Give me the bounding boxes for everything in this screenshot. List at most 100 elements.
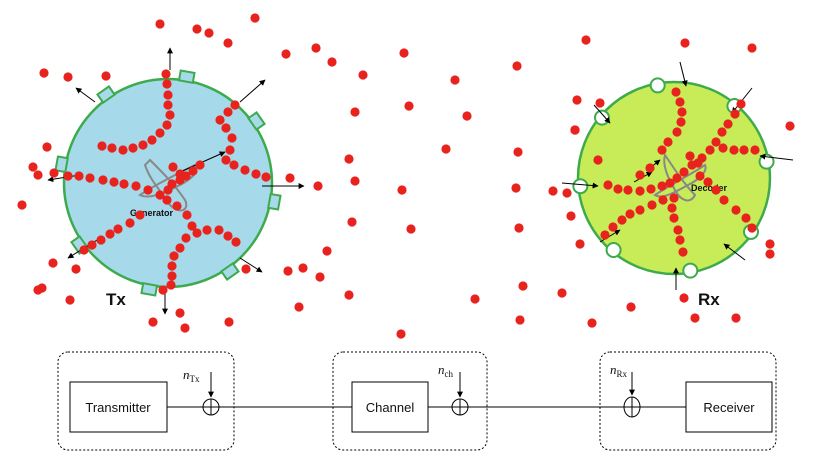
molecule (679, 167, 689, 177)
molecule (101, 71, 111, 81)
molecule (39, 68, 49, 78)
molecule (163, 185, 173, 195)
molecule (98, 175, 108, 185)
signal-arrow (759, 153, 794, 161)
channel-label: Channel (366, 400, 415, 415)
molecule (231, 237, 241, 247)
signal-arrow (75, 87, 96, 103)
molecule (667, 203, 677, 213)
molecule (85, 173, 95, 183)
molecule (138, 140, 148, 150)
molecule (703, 177, 713, 187)
molecule (404, 101, 414, 111)
rx-receptor (649, 77, 666, 94)
tx-label: Tx (106, 290, 126, 309)
rx-group-box (599, 351, 777, 451)
molecule (166, 280, 176, 290)
molecule (736, 99, 746, 109)
molecule (143, 185, 153, 195)
molecule (49, 168, 59, 178)
molecule (663, 137, 673, 147)
molecule (221, 123, 231, 133)
channel-noise-label: nch (438, 362, 453, 379)
molecule (647, 200, 657, 210)
molecule (358, 70, 368, 80)
molecule (79, 245, 89, 255)
molecule (350, 176, 360, 186)
molecule (450, 75, 460, 85)
molecule (344, 290, 354, 300)
molecule (162, 120, 172, 130)
molecule (281, 49, 291, 59)
tx-internal-label: Generator (130, 208, 174, 218)
molecule (739, 145, 749, 155)
molecule (311, 43, 321, 53)
molecule (397, 185, 407, 195)
molecule (658, 195, 668, 205)
tx-noise-adder (202, 398, 220, 416)
molecule (731, 205, 741, 215)
molecule (163, 100, 173, 110)
molecule (158, 285, 168, 295)
tx-channel (219, 261, 240, 281)
molecule (74, 171, 84, 181)
molecule (167, 261, 177, 271)
signal-arrow (679, 61, 688, 87)
signal-arrow (723, 243, 746, 261)
molecule (657, 145, 667, 155)
molecule (204, 28, 214, 38)
rx-noise-label: nRx (610, 362, 628, 379)
molecule (635, 170, 645, 180)
molecule (283, 266, 293, 276)
molecule (470, 294, 480, 304)
molecule (747, 43, 757, 53)
tx-group-box (57, 351, 235, 451)
tx-noise-label: nTx (183, 367, 200, 384)
molecule (251, 169, 261, 179)
molecule (221, 155, 231, 165)
molecule (675, 235, 685, 245)
molecule (315, 272, 325, 282)
molecule (87, 240, 97, 250)
molecule (109, 177, 119, 187)
molecule (285, 173, 295, 183)
rx-receptor (572, 178, 589, 195)
rx-label: Rx (698, 290, 720, 309)
molecule (155, 19, 165, 29)
molecule (344, 154, 354, 164)
molecule (162, 79, 172, 89)
molecule (165, 110, 175, 120)
molecule (155, 190, 165, 200)
molecule (250, 13, 260, 23)
molecule (202, 225, 212, 235)
molecule (741, 213, 751, 223)
molecule (711, 185, 721, 195)
molecule (192, 24, 202, 34)
molecule (711, 137, 721, 147)
molecule (690, 313, 700, 323)
molecule (230, 100, 240, 110)
molecule (679, 293, 689, 303)
molecule (693, 158, 703, 168)
molecule (227, 133, 237, 143)
molecule (635, 186, 645, 196)
molecule (169, 251, 179, 261)
molecule (548, 186, 558, 196)
molecule (406, 224, 416, 234)
molecule (765, 249, 775, 259)
molecule (175, 169, 185, 179)
tx-channel (96, 85, 117, 105)
molecule (187, 221, 197, 231)
molecule (96, 235, 106, 245)
molecule (695, 171, 705, 181)
molecule (678, 247, 688, 257)
molecule (181, 233, 191, 243)
molecule (665, 178, 675, 188)
molecule (587, 318, 597, 328)
molecule (313, 181, 323, 191)
molecule (223, 107, 233, 117)
molecule (518, 281, 528, 291)
tx-channel (140, 282, 159, 297)
molecule (97, 141, 107, 151)
